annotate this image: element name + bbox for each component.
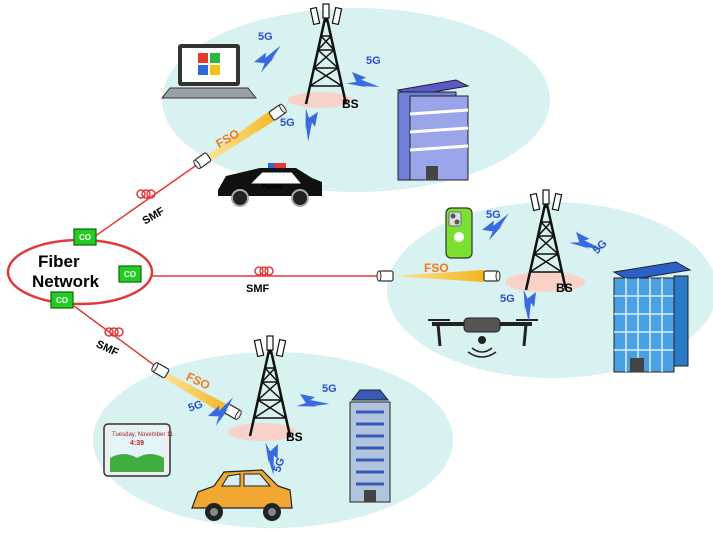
- smf-label-top: SMF: [141, 205, 167, 227]
- 5g-label-right-drone: 5G: [500, 293, 515, 305]
- fso-label-middle: FSO: [424, 261, 449, 275]
- 5g-label-top-building: 5G: [366, 55, 381, 67]
- bs-label-top: BS: [342, 97, 359, 111]
- svg-text:4:39: 4:39: [130, 440, 144, 447]
- car-icon: [191, 469, 293, 521]
- fso-collimator-middle-a-icon: [376, 270, 394, 282]
- tower-base-right: [505, 272, 585, 292]
- tablet-icon: Tuesday, November 11 4:39: [103, 423, 174, 477]
- fso-beam-bottom: [160, 370, 230, 415]
- smf-label-bottom: SMF: [94, 338, 120, 359]
- fso-collimator-middle-b-icon: [483, 270, 501, 282]
- 5g-label-bottom-car: 5G: [271, 456, 287, 474]
- co-box-bottom: CO: [50, 291, 74, 309]
- drone-icon: [428, 317, 538, 358]
- co-box-right: CO: [118, 265, 142, 283]
- smf-link-bottom: [73, 305, 159, 369]
- 5g-label-top-car: 5G: [280, 117, 295, 129]
- smf-label-middle: SMF: [246, 283, 270, 295]
- skyscraper-icon: [349, 389, 391, 503]
- svg-text:Police: Police: [262, 184, 283, 191]
- co-box-top: CO: [73, 228, 97, 246]
- fso-beam-top: [204, 106, 282, 164]
- bs-label-bottom: BS: [286, 430, 303, 444]
- building-cyan-icon: [612, 261, 692, 373]
- fiber-network-title-2: Network: [32, 272, 100, 291]
- fiber-coil-middle-icon: [254, 266, 274, 276]
- svg-text:CO: CO: [79, 233, 91, 242]
- svg-text:CO: CO: [124, 270, 136, 279]
- 5g-label-right-phone: 5G: [486, 209, 501, 221]
- building-icon: [396, 79, 470, 181]
- fiber-network-title-1: Fiber: [38, 252, 80, 271]
- svg-text:Tuesday, November 11: Tuesday, November 11: [112, 432, 174, 438]
- tower-base-top: [288, 92, 352, 108]
- svg-text:CO: CO: [56, 296, 68, 305]
- laptop-icon: [160, 44, 258, 99]
- police-car-icon: Police: [218, 163, 322, 207]
- 5g-label-bottom-building: 5G: [322, 383, 337, 395]
- phone-icon: [445, 207, 473, 259]
- bs-label-right: BS: [556, 281, 573, 295]
- fso-beam-middle: [390, 270, 484, 282]
- smf-link-top: [83, 163, 199, 245]
- 5g-label-top-laptop: 5G: [258, 31, 273, 43]
- tower-base-bottom: [228, 423, 296, 441]
- 5g-label-bottom-tablet: 5G: [187, 398, 205, 414]
